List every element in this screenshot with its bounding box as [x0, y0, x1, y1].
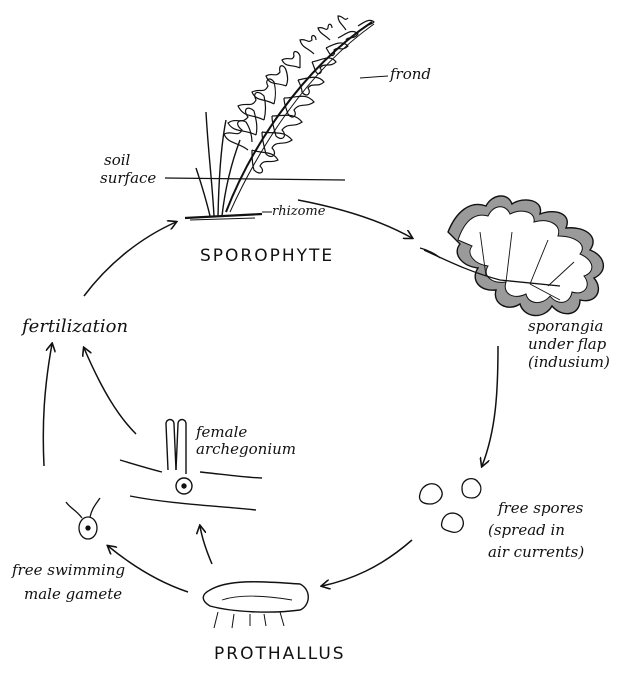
spores-label-line2: (spread in — [488, 522, 565, 539]
male-gamete-drawing — [66, 498, 100, 539]
spores-label-line3: air currents) — [488, 544, 584, 561]
fertilization-label: fertilization — [22, 318, 128, 335]
soil-line — [165, 178, 345, 180]
frond-leaflets — [224, 16, 374, 173]
spores-label-line1: free spores — [498, 500, 583, 517]
arrow-archegonium-to-fertilization — [84, 348, 136, 434]
arrow-fertilization-to-sporophyte — [84, 222, 176, 296]
male-gamete-label-line1: free swimming — [12, 562, 125, 579]
free-spores — [419, 479, 480, 533]
female-archegonium-label-line1: female — [196, 424, 247, 441]
sporangia-label-line2: under flap — [528, 336, 606, 353]
sporophyte-plant — [165, 16, 388, 220]
arrow-spores-to-prothallus — [322, 540, 412, 586]
male-gamete-label-line2: male gamete — [24, 586, 122, 603]
sporangia-label-line1: sporangia — [528, 318, 603, 335]
female-archegonium-label-line2: archegonium — [196, 441, 296, 458]
sporangia-leaf — [420, 196, 603, 316]
sporangia-label-line3: (indusium) — [528, 354, 610, 371]
soil-surface-label-line2: surface — [100, 170, 156, 187]
prothallus-stage-label: PROTHALLUS — [214, 644, 346, 664]
rhizome-label: rhizome — [272, 203, 325, 220]
rhizome — [185, 214, 262, 218]
soil-surface-label-line1: soil — [104, 152, 130, 169]
prothallus-drawing — [203, 582, 308, 628]
frond-label: frond — [390, 66, 431, 83]
sporophyte-stage-label: SPOROPHYTE — [200, 246, 334, 266]
arrow-gamete-to-fertilization — [43, 344, 52, 466]
arrow-sporangia-to-spores — [482, 346, 498, 466]
arrow-prothallus-to-archegonium — [200, 526, 212, 564]
